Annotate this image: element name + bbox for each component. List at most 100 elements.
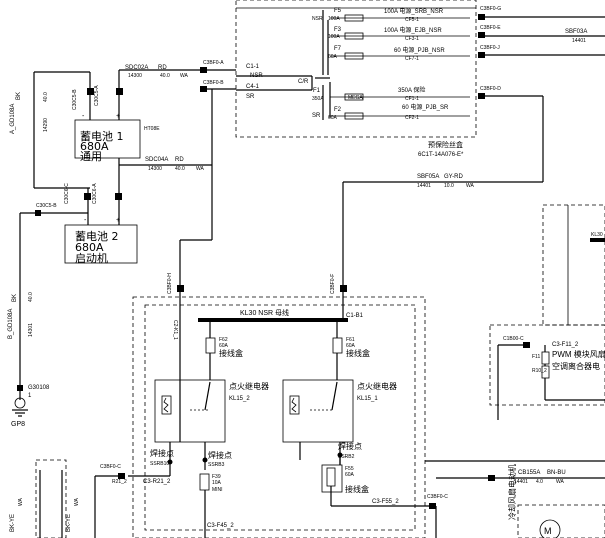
svg-text:蓄电池 2: 蓄电池 2 — [75, 230, 119, 243]
svg-text:F61: F61 — [346, 337, 355, 343]
svg-text:C3BF0-C: C3BF0-C — [100, 464, 121, 470]
svg-text:60 电源_PJB_NSR: 60 电源_PJB_NSR — [394, 46, 445, 54]
svg-text:蓄电池 1: 蓄电池 1 — [80, 130, 124, 143]
svg-text:C4-1: C4-1 — [246, 84, 260, 90]
svg-text:+: + — [116, 217, 120, 224]
svg-text:60A: 60A — [345, 472, 355, 478]
svg-text:BK-YE: BK-YE — [10, 514, 16, 532]
fuse-box-right-connectors: C3BF0-G C3BF0-E C3BF0-J C3BF0-D — [478, 6, 501, 99]
svg-text:SBF03A: SBF03A — [565, 29, 587, 35]
svg-text:WA: WA — [556, 479, 565, 485]
svg-text:CF1-1: CF1-1 — [405, 96, 419, 102]
svg-text:PWM 模块风扇: PWM 模块风扇 — [552, 349, 605, 359]
fuse-row-f2: F2 SR 60A 60 电源_PJB_SR CF2-1 — [312, 103, 470, 121]
svg-text:KL30: KL30 — [591, 232, 603, 238]
svg-text:60A: 60A — [346, 343, 356, 349]
svg-text:350A 保险: 350A 保险 — [398, 86, 425, 94]
svg-text:14300: 14300 — [128, 73, 142, 79]
svg-text:C3BF0-D: C3BF0-D — [480, 86, 501, 92]
svg-text:G30108: G30108 — [28, 385, 50, 391]
svg-text:BK: BK — [16, 92, 22, 100]
svg-text:C3BF0-C: C3BF0-C — [427, 494, 448, 500]
bus-label: KL30 NSR 母线 — [240, 308, 289, 317]
svg-text:100A 电源_SRB_NSR: 100A 电源_SRB_NSR — [384, 7, 444, 15]
svg-text:GY-RD: GY-RD — [444, 174, 463, 180]
svg-text:4.0: 4.0 — [536, 479, 543, 485]
svg-text:14290: 14290 — [43, 118, 49, 132]
svg-text:R21_2: R21_2 — [112, 479, 127, 485]
svg-text:100A: 100A — [328, 16, 340, 22]
cooling-fan-motor: M 冷却风扇电动机 — [507, 464, 605, 538]
svg-text:WA: WA — [466, 183, 475, 189]
svg-text:冷却风扇电动机: 冷却风扇电动机 — [507, 464, 517, 520]
svg-text:350A: 350A — [312, 96, 324, 102]
svg-text:C30C6-A: C30C6-A — [92, 183, 98, 204]
svg-text:C30C5-A: C30C5-A — [94, 85, 100, 106]
fuse-row-f5: F5 NSR 100A 100A 电源_SRB_NSR CF5-1 — [312, 7, 470, 23]
svg-text:C30C6-C: C30C6-C — [64, 183, 70, 204]
svg-text:F2: F2 — [334, 107, 342, 113]
svg-text:60A: 60A — [328, 115, 338, 121]
relay-box-outline — [132, 296, 426, 538]
svg-text:C2-K1_1: C2-K1_1 — [172, 320, 178, 340]
svg-text:M: M — [544, 526, 552, 536]
svg-text:启动机: 启动机 — [75, 251, 108, 265]
svg-text:40.0: 40.0 — [28, 292, 34, 302]
svg-text:10.0: 10.0 — [444, 183, 454, 189]
battery1-pos-terminal — [116, 88, 123, 95]
battery-2: 蓄电池 2 680A 启动机 - + — [64, 217, 138, 265]
svg-text:-: - — [84, 217, 87, 224]
svg-text:C3-F55_2: C3-F55_2 — [372, 499, 399, 505]
ignition-relay-kl15-1: 点火继电器 KL15_1 — [282, 379, 397, 465]
svg-text:F1: F1 — [313, 88, 321, 94]
svg-text:KL15_1: KL15_1 — [357, 396, 378, 402]
fuse-row-f1: F1 350A MEGA 350A 保险 CF1-1 — [312, 86, 470, 102]
svg-text:BN-BU: BN-BU — [547, 470, 566, 476]
svg-text:SR: SR — [246, 94, 255, 100]
svg-text:WA: WA — [196, 166, 205, 172]
svg-text:焊接点: 焊接点 — [208, 450, 232, 460]
svg-text:60A: 60A — [219, 343, 229, 349]
svg-text:C1-B1: C1-B1 — [346, 313, 364, 319]
svg-text:RD: RD — [175, 157, 184, 163]
svg-text:C30C5-B: C30C5-B — [72, 89, 78, 110]
svg-text:CF7-1: CF7-1 — [405, 56, 419, 62]
svg-text:WA: WA — [180, 73, 189, 79]
svg-text:CF5-1: CF5-1 — [405, 17, 419, 23]
ground-gp8: G30108 1 GP8 — [11, 385, 50, 428]
battery-1: 蓄电池 1 680A 通用 HT08E - + — [74, 113, 160, 163]
svg-text:R10_2: R10_2 — [532, 368, 547, 374]
svg-text:焊接点: 焊接点 — [338, 441, 362, 451]
right-panel-outline — [542, 204, 605, 326]
svg-text:接线盒: 接线盒 — [345, 484, 369, 494]
svg-text:14401: 14401 — [572, 38, 586, 44]
svg-text:100A 电源_EJB_NSR: 100A 电源_EJB_NSR — [384, 26, 442, 34]
svg-text:C3-F45_2: C3-F45_2 — [207, 523, 234, 529]
svg-text:C1B00-C: C1B00-C — [503, 336, 524, 342]
svg-text:WA: WA — [18, 497, 24, 506]
svg-text:MEGA: MEGA — [348, 95, 363, 101]
svg-text:点火继电器: 点火继电器 — [357, 381, 397, 391]
svg-text:C3BF0-B: C3BF0-B — [203, 80, 224, 86]
svg-text:100A: 100A — [328, 34, 340, 40]
svg-text:C/R: C/R — [298, 79, 309, 85]
ground-label: GP8 — [11, 421, 25, 428]
battery2-pos-terminal — [115, 193, 122, 200]
svg-text:C3BF0-H: C3BF0-H — [167, 273, 173, 294]
svg-text:B_GD108A: B_GD108A — [8, 309, 14, 339]
svg-text:SDC04A: SDC04A — [145, 157, 168, 163]
svg-text:C3BF0-J: C3BF0-J — [480, 45, 500, 51]
fuse-row-f3: F3 100A 100A 电源_EJB_NSR CF3-1 — [328, 26, 470, 42]
svg-text:接线盒: 接线盒 — [346, 348, 370, 358]
svg-text:6C1T-14A076-E*: 6C1T-14A076-E* — [418, 152, 464, 158]
svg-text:NSR: NSR — [312, 16, 323, 22]
svg-text:SSRB2: SSRB2 — [338, 454, 355, 460]
battery1-neg-terminal — [87, 88, 94, 95]
svg-text:HT08E: HT08E — [144, 126, 160, 132]
ignition-relay-kl15-2: 点火继电器 KL15_2 — [154, 379, 269, 470]
svg-text:60 电源_PJB_SR: 60 电源_PJB_SR — [402, 103, 449, 111]
svg-text:接线盒: 接线盒 — [219, 348, 243, 358]
svg-text:通用: 通用 — [80, 150, 102, 163]
svg-text:焊接点: 焊接点 — [150, 448, 174, 458]
